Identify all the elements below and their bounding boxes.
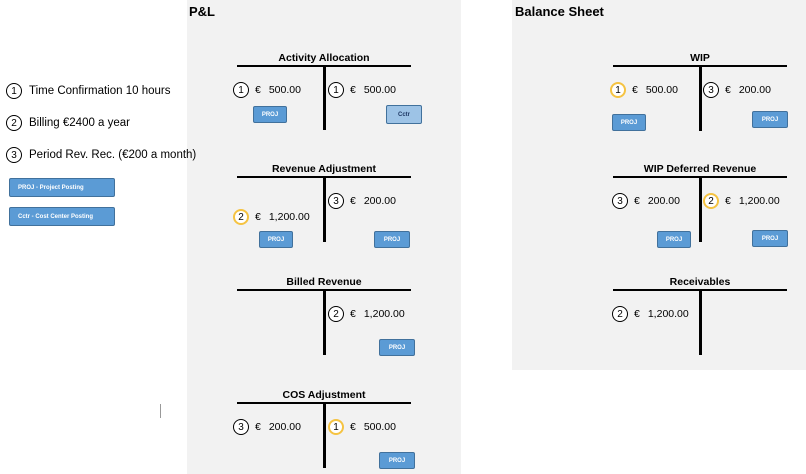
proj-posting-button[interactable]: PROJ [752,111,788,128]
step-number-badge: 2 [233,209,249,225]
account-title: Billed Revenue [286,276,362,288]
step-number-badge: 1 [233,82,249,98]
step-number-badge: 1 [6,83,22,99]
account-title: WIP Deferred Revenue [643,163,757,175]
t-account-divider [323,176,326,242]
t-account-divider [323,65,326,130]
currency-symbol: € [350,84,356,96]
debit-entry: 2 € 1,200.00 [233,209,310,225]
credit-entry: 1 € 500.00 [328,419,396,435]
step-number-badge: 2 [328,306,344,322]
proj-posting-button[interactable]: PROJ [379,339,415,356]
step-number-badge: 2 [612,306,628,322]
legend-cctr-posting: Cctr - Cost Center Posting [9,207,115,226]
credit-entry: 1 € 500.00 [328,82,396,98]
credit-entry: 3 € 200.00 [328,193,396,209]
step-number-badge: 2 [703,193,719,209]
t-account-divider [323,402,326,468]
legend-step-1: 1 Time Confirmation 10 hours [6,80,170,102]
step-number-badge: 3 [233,419,249,435]
t-account-divider [699,65,702,131]
currency-symbol: € [350,308,356,320]
proj-posting-button[interactable]: PROJ [752,230,788,247]
proj-posting-button[interactable]: PROJ [657,231,691,248]
cctr-posting-button[interactable]: Cctr [386,105,422,124]
t-account-divider [699,289,702,355]
currency-symbol: € [634,308,640,320]
step-number-badge: 3 [6,147,22,163]
t-account-divider [323,289,326,355]
legend-step-text: Time Confirmation 10 hours [29,85,171,97]
currency-symbol: € [350,421,356,433]
debit-entry: 3 € 200.00 [612,193,680,209]
debit-entry: 1 € 500.00 [610,82,678,98]
amount: 1,200.00 [268,211,310,223]
step-number-badge: 2 [6,115,22,131]
credit-entry: 2 € 1,200.00 [703,193,780,209]
amount: 200.00 [268,421,301,433]
currency-symbol: € [255,211,261,223]
proj-posting-button[interactable]: PROJ [253,106,287,123]
balance-sheet-header: Balance Sheet [515,4,604,19]
amount: 1,200.00 [363,308,405,320]
currency-symbol: € [632,84,638,96]
divider-mark [160,404,161,418]
currency-symbol: € [725,84,731,96]
proj-posting-button[interactable]: PROJ [612,114,646,131]
currency-symbol: € [255,84,261,96]
amount: 200.00 [647,195,680,207]
legend-step-3: 3 Period Rev. Rec. (€200 a month) [6,144,196,166]
debit-entry: 1 € 500.00 [233,82,301,98]
account-title: COS Adjustment [282,389,366,401]
amount: 1,200.00 [738,195,780,207]
credit-entry: 2 € 1,200.00 [328,306,405,322]
amount: 500.00 [268,84,301,96]
currency-symbol: € [725,195,731,207]
pl-header: P&L [189,4,215,19]
currency-symbol: € [255,421,261,433]
step-number-badge: 3 [328,193,344,209]
amount: 500.00 [363,421,396,433]
proj-posting-button[interactable]: PROJ [379,452,415,469]
legend-proj-posting: PROJ - Project Posting [9,178,115,197]
amount: 1,200.00 [647,308,689,320]
amount: 500.00 [645,84,678,96]
legend-step-2: 2 Billing €2400 a year [6,112,130,134]
proj-posting-button[interactable]: PROJ [374,231,410,248]
currency-symbol: € [350,195,356,207]
account-title: Activity Allocation [278,52,370,64]
step-number-badge: 3 [703,82,719,98]
balance-sheet-panel [512,0,806,370]
account-title: Revenue Adjustment [271,163,377,175]
credit-entry: 3 € 200.00 [703,82,771,98]
account-title: WIP [690,52,710,64]
debit-entry: 3 € 200.00 [233,419,301,435]
account-title: Receivables [669,276,731,288]
step-number-badge: 1 [328,419,344,435]
amount: 200.00 [363,195,396,207]
proj-posting-button[interactable]: PROJ [259,231,293,248]
step-number-badge: 1 [328,82,344,98]
legend-step-text: Period Rev. Rec. (€200 a month) [29,149,197,161]
amount: 500.00 [363,84,396,96]
legend-step-text: Billing €2400 a year [29,117,131,129]
step-number-badge: 1 [610,82,626,98]
t-account-divider [699,176,702,242]
step-number-badge: 3 [612,193,628,209]
currency-symbol: € [634,195,640,207]
amount: 200.00 [738,84,771,96]
debit-entry: 2 € 1,200.00 [612,306,689,322]
